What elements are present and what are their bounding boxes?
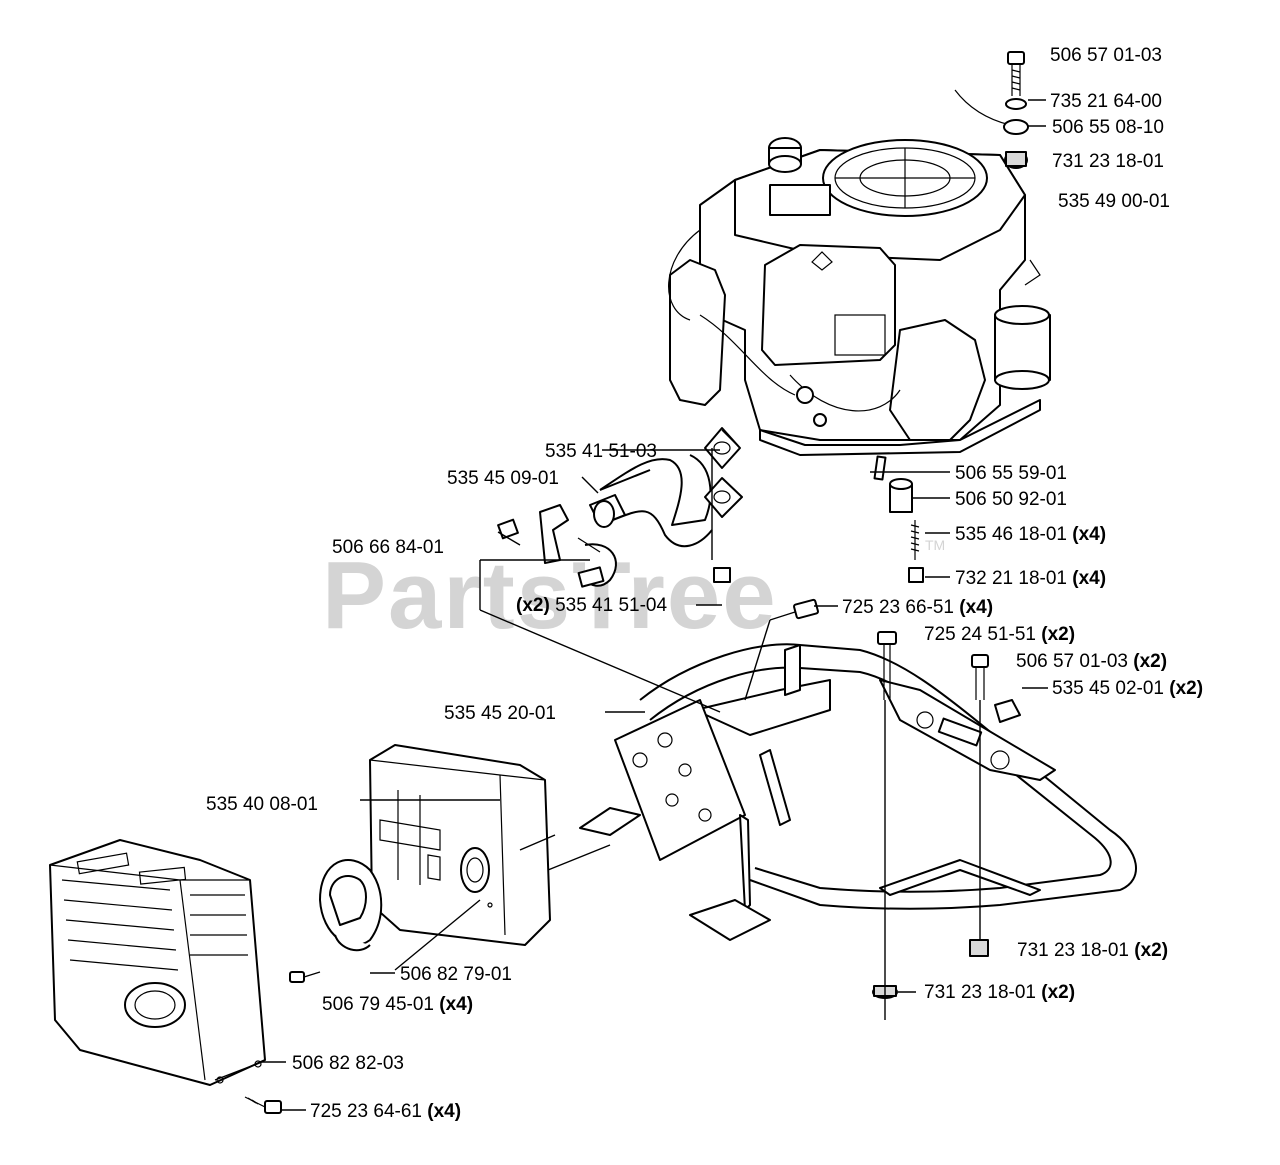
callout-506-57-01-03: 506 57 01-03	[1050, 45, 1162, 66]
callout-535-45-09-01: 535 45 09-01	[447, 468, 559, 489]
callout-725-23-64-61: 725 23 64-61 (x4)	[310, 1101, 461, 1122]
callout-506-82-79-01: 506 82 79-01	[400, 964, 512, 985]
callout-506-82-82-03: 506 82 82-03	[292, 1053, 404, 1074]
callout-506-57-01-03-x2: 506 57 01-03 (x2)	[1016, 651, 1167, 672]
callout-535-40-08-01: 535 40 08-01	[206, 794, 318, 815]
watermark-trademark: TM	[925, 537, 945, 553]
callout-506-55-59-01: 506 55 59-01	[955, 463, 1067, 484]
callout-725-23-66-51: 725 23 66-51 (x4)	[842, 597, 993, 618]
callout-535-45-02-01: 535 45 02-01 (x2)	[1052, 678, 1203, 699]
engine-top-hardware	[1003, 51, 1029, 169]
callout-535-45-20-01: 535 45 20-01	[444, 703, 556, 724]
callout-506-55-08-10: 506 55 08-10	[1052, 117, 1164, 138]
exhaust-pipe-illustration	[497, 427, 743, 588]
callout-731-23-18-01-frame: 731 23 18-01 (x2)	[1017, 940, 1168, 961]
callout-506-50-92-01: 506 50 92-01	[955, 489, 1067, 510]
engine-mount-hardware	[873, 455, 924, 583]
callout-506-79-45-01: 506 79 45-01 (x4)	[322, 994, 473, 1015]
muffler-illustration	[289, 744, 551, 983]
callout-535-49-00-01: 535 49 00-01	[1058, 191, 1170, 212]
callout-535-41-51-04: (x2) 535 41 51-04	[516, 595, 667, 616]
callout-731-23-18-01-bottom: 731 23 18-01 (x2)	[924, 982, 1075, 1003]
muffler-guard-illustration	[49, 839, 282, 1114]
leader-lines	[214, 99, 1048, 1111]
callout-506-66-84-01: 506 66 84-01	[332, 537, 444, 558]
callout-725-24-51-51: 725 24 51-51 (x2)	[924, 624, 1075, 645]
callout-731-23-18-01: 731 23 18-01	[1052, 151, 1164, 172]
callout-735-21-64-00: 735 21 64-00	[1050, 91, 1162, 112]
callout-535-41-51-03: 535 41 51-03	[545, 441, 657, 462]
callout-732-21-18-01: 732 21 18-01 (x4)	[955, 568, 1106, 589]
callout-535-46-18-01: 535 46 18-01 (x4)	[955, 524, 1106, 545]
engine-illustration	[668, 89, 1051, 456]
frame-illustration	[579, 598, 1137, 999]
